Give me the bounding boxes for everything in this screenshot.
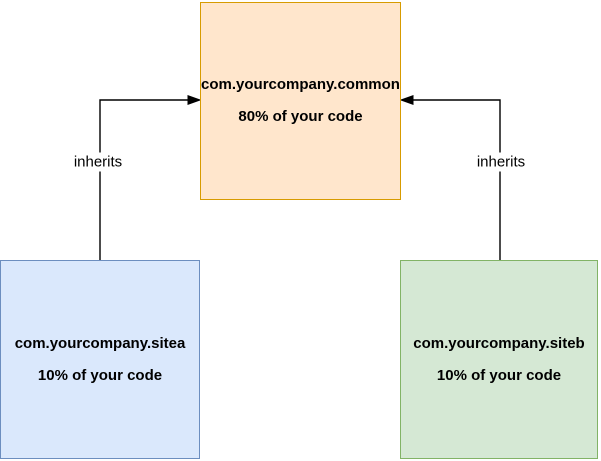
node-sitea: com.yourcompany.sitea 10% of your code — [0, 260, 200, 459]
node-siteb-title: com.yourcompany.siteb — [413, 334, 585, 352]
edge-label-inherits-right: inherits — [472, 152, 530, 172]
node-common-subtitle: 80% of your code — [238, 108, 363, 125]
edge-label-inherits-left: inherits — [69, 152, 127, 172]
node-siteb: com.yourcompany.siteb 10% of your code — [400, 260, 598, 459]
inheritance-arrow-left — [99, 94, 202, 260]
node-sitea-subtitle: 10% of your code — [37, 366, 163, 384]
inheritance-arrow-right — [399, 94, 501, 260]
node-sitea-title: com.yourcompany.sitea — [14, 334, 186, 352]
node-siteb-subtitle: 10% of your code — [436, 366, 562, 384]
node-common: com.yourcompany.common 80% of your code — [200, 2, 401, 200]
node-common-title: com.yourcompany.common — [201, 76, 400, 93]
